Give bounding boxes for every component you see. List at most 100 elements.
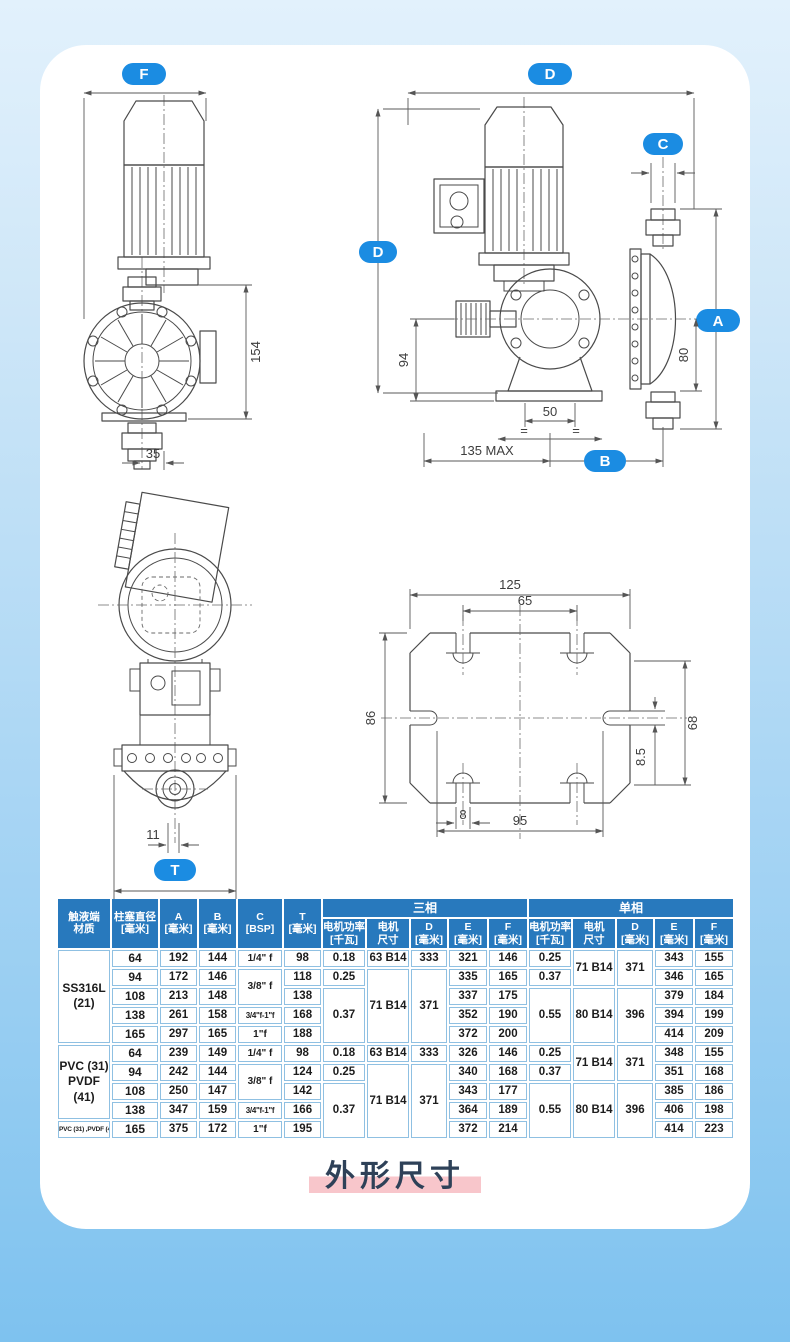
dim-label-50: 50 bbox=[543, 404, 557, 419]
drawing-shape bbox=[123, 770, 227, 801]
table-cell: 124 bbox=[284, 1063, 321, 1081]
table-cell: 347 bbox=[160, 1101, 197, 1119]
table-cell: 223 bbox=[695, 1120, 733, 1138]
dim-label-d-left: D bbox=[373, 244, 384, 261]
table-cell: 351 bbox=[655, 1063, 693, 1081]
drawing-shape bbox=[631, 255, 639, 263]
drawing-shape bbox=[156, 404, 168, 416]
drawing-shape bbox=[645, 401, 681, 419]
table-cell: 190 bbox=[489, 1006, 527, 1024]
table-cell: 177 bbox=[489, 1082, 527, 1100]
table-cell: 261 bbox=[160, 1006, 197, 1024]
table-cell: 108 bbox=[112, 1082, 158, 1100]
table-cell: 364 bbox=[449, 1101, 487, 1119]
table-cell: 371 bbox=[617, 949, 653, 986]
drawing-shape bbox=[649, 253, 676, 385]
drawing-shape bbox=[151, 584, 169, 602]
drawing-shape bbox=[92, 311, 192, 411]
drawing-shape bbox=[124, 511, 139, 515]
table-cell: 146 bbox=[489, 949, 527, 967]
drawing-shape bbox=[492, 169, 558, 251]
table-cell: PVC (31) ,PVDF (41) bbox=[58, 1120, 110, 1138]
drawing-shape bbox=[433, 178, 485, 234]
header-cell: F [毫米] bbox=[489, 919, 527, 948]
drawing-shape bbox=[584, 450, 626, 472]
table-cell: 371 bbox=[411, 968, 447, 1043]
content-card: F bbox=[40, 45, 750, 1229]
drawing-shape bbox=[114, 501, 141, 570]
drawing-shape bbox=[87, 335, 99, 347]
drawing-shape bbox=[117, 375, 134, 403]
drawing-shape bbox=[113, 748, 123, 767]
dim-label-154: 154 bbox=[248, 341, 263, 363]
table-cell: PVC (31) PVDF (41) bbox=[58, 1044, 110, 1119]
table-cell: 0.37 bbox=[323, 1082, 365, 1138]
drawing-shape bbox=[696, 309, 740, 332]
table-cell: 0.25 bbox=[323, 968, 365, 986]
table-cell: 108 bbox=[112, 987, 158, 1005]
table-cell: 3/8" f bbox=[238, 1063, 282, 1100]
drawing-shape bbox=[227, 748, 237, 767]
drawing-shape bbox=[150, 375, 167, 403]
drawing-shape bbox=[640, 253, 651, 385]
header-cell: F [毫米] bbox=[695, 919, 733, 948]
drawing-shape bbox=[185, 335, 197, 347]
table-cell: 159 bbox=[199, 1101, 236, 1119]
drawing-shape bbox=[213, 753, 223, 763]
dim-label-8-5: 8.5 bbox=[633, 748, 648, 766]
drawing-shape bbox=[154, 859, 196, 881]
drawing-shape bbox=[507, 356, 593, 392]
baseplate-drawing: 125 65 86 95 8 68 bbox=[363, 577, 700, 839]
table-cell: 333 bbox=[411, 949, 447, 967]
table-cell: 186 bbox=[695, 1082, 733, 1100]
table-cell: 146 bbox=[199, 968, 236, 986]
table-cell: 414 bbox=[655, 1120, 693, 1138]
dim-badge-a: A bbox=[696, 309, 740, 332]
header-cell: D [毫米] bbox=[411, 919, 447, 948]
drawing-shape bbox=[439, 184, 479, 228]
table-cell: 250 bbox=[160, 1082, 197, 1100]
table-cell: 172 bbox=[160, 968, 197, 986]
table-cell: 346 bbox=[655, 968, 693, 986]
drawing-shape bbox=[129, 300, 155, 311]
drawing-shape bbox=[122, 519, 137, 524]
dim-label-t: T bbox=[170, 862, 179, 879]
table-cell: 165 bbox=[489, 968, 527, 986]
table-cell: 184 bbox=[695, 987, 733, 1005]
dim-badge-t: T bbox=[154, 859, 196, 881]
table-cell: 155 bbox=[695, 1044, 733, 1062]
front-view-drawing: F bbox=[83, 63, 263, 470]
drawing-shape bbox=[127, 753, 137, 763]
dim-label-35: 35 bbox=[146, 446, 160, 461]
table-cell: 98 bbox=[284, 949, 321, 967]
table-cell: 396 bbox=[617, 987, 653, 1043]
dimensions-table: 触液端 材质 柱塞直径 [毫米] A [毫米] B [毫米] C [BSP] T… bbox=[56, 897, 735, 1140]
drawing-shape bbox=[609, 782, 631, 804]
header-cell: T [毫米] bbox=[284, 899, 321, 948]
table-cell: 414 bbox=[655, 1025, 693, 1043]
table-cell: 0.55 bbox=[529, 1082, 571, 1138]
drawing-shape bbox=[631, 340, 639, 348]
table-cell: 242 bbox=[160, 1063, 197, 1081]
drawing-shape bbox=[650, 391, 676, 403]
table-cell: 98 bbox=[284, 1044, 321, 1062]
dim-label-86: 86 bbox=[363, 711, 378, 725]
table-cell: 165 bbox=[112, 1025, 158, 1043]
drawing-shape bbox=[131, 167, 197, 255]
drawing-shape bbox=[87, 306, 197, 416]
table-cell: 0.55 bbox=[529, 987, 571, 1043]
drawing-shape bbox=[495, 390, 603, 402]
drawing-shape bbox=[181, 753, 191, 763]
table-cell: 80 B14 bbox=[573, 1082, 615, 1138]
dim-badge-b: B bbox=[584, 450, 626, 472]
header-cell: A [毫米] bbox=[160, 899, 197, 948]
drawing-shape bbox=[631, 357, 639, 365]
table-cell: 343 bbox=[449, 1082, 487, 1100]
